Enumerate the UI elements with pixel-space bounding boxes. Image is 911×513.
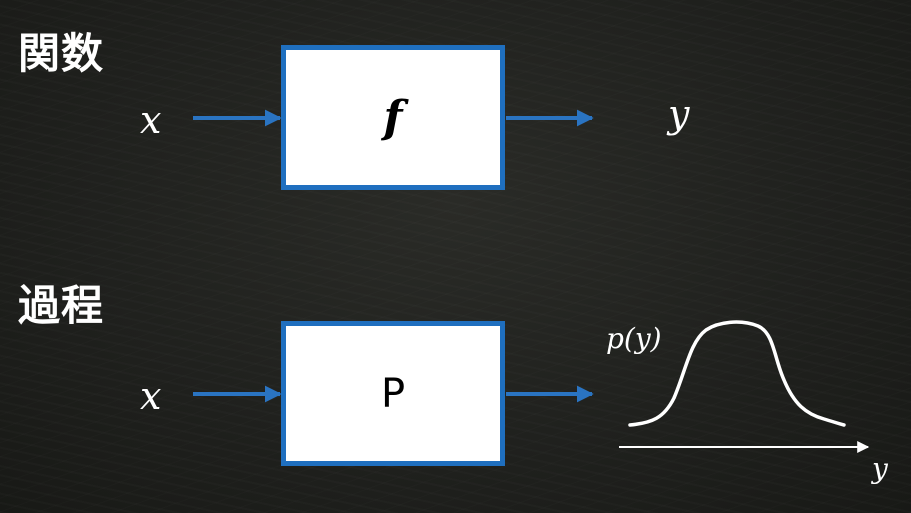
function-input-x: x [140,98,162,142]
process-input-x: x [140,374,162,418]
function-heading: 関数 [18,29,105,78]
process-box: P [281,321,505,466]
process-box-label: P [380,370,406,417]
distribution-axis-label: y [872,452,888,485]
distribution-label: p(y) [606,322,662,355]
function-box: f [281,45,505,190]
function-box-label: f [383,92,403,143]
distribution-curve [628,320,846,427]
process-heading: 過程 [18,281,105,330]
function-output-y: y [668,92,690,136]
